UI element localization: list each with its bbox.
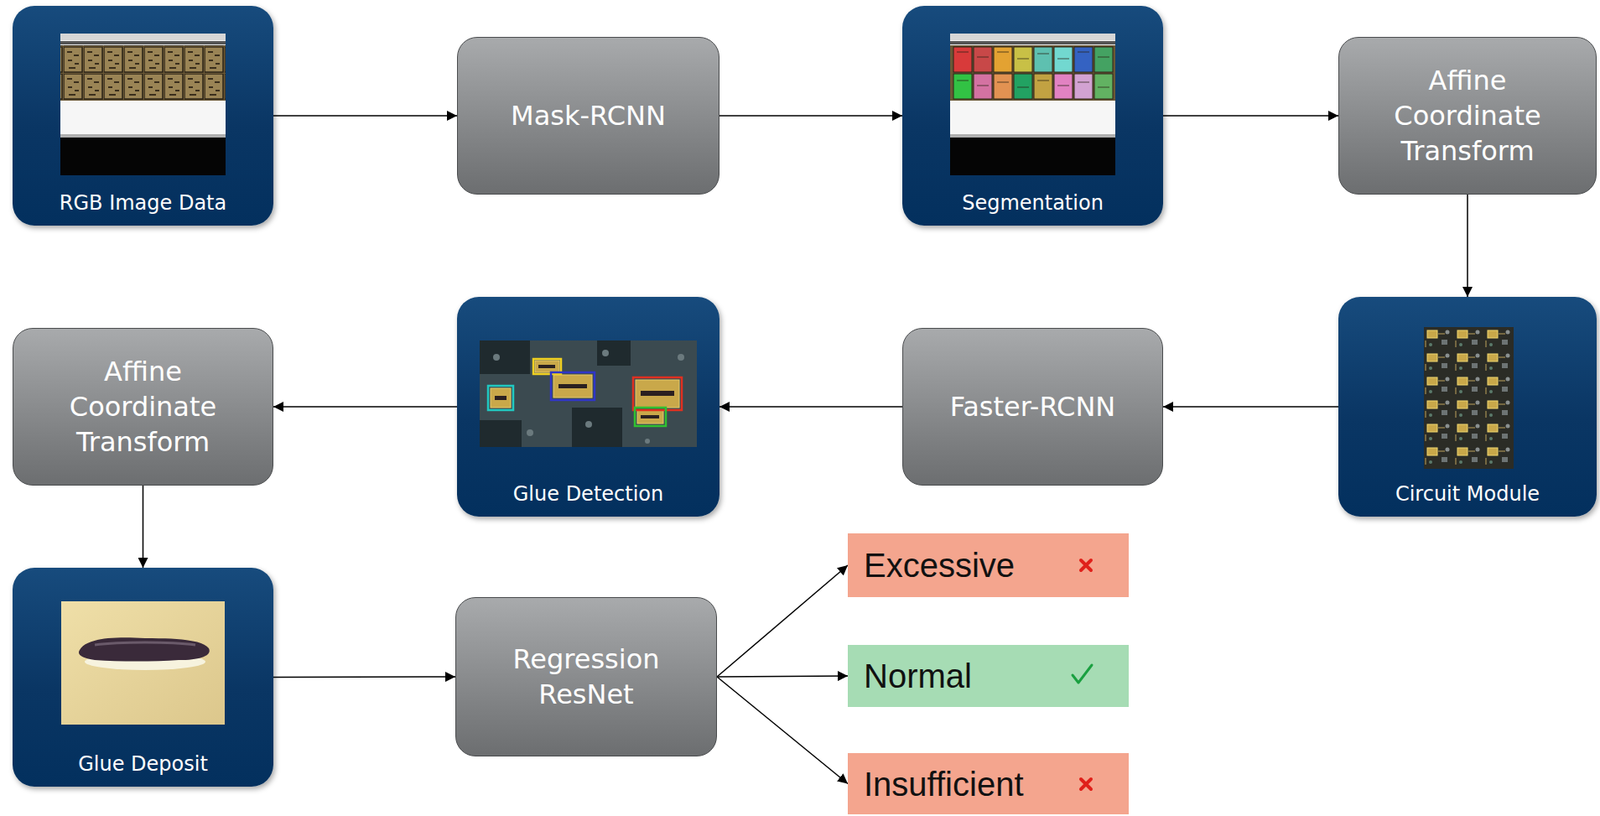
process-box: Faster-RCNN: [902, 327, 1164, 486]
module-photo: [1423, 327, 1514, 469]
process-box: Mask-RCNN: [457, 36, 720, 195]
image-caption: RGB Image Data: [12, 191, 274, 216]
image-caption: Glue Detection: [457, 482, 720, 507]
process-label: Affine Coordinate Transform: [44, 353, 242, 461]
flow-arrow: [273, 675, 456, 678]
process-label: Affine Coordinate Transform: [1369, 62, 1567, 170]
process-label: Mask-RCNN: [510, 98, 666, 134]
image-caption: Circuit Module: [1338, 482, 1597, 507]
detection-photo: [479, 340, 697, 447]
board-photo: [60, 33, 226, 176]
image-box: Glue Detection: [457, 296, 720, 517]
cross-mark: [1077, 556, 1095, 574]
image-box: Circuit Module: [1338, 296, 1597, 517]
process-box: Affine Coordinate Transform: [12, 327, 274, 486]
result-label: Excessive: [863, 546, 1015, 584]
glue-photo: [61, 601, 225, 725]
flow-arrow: [716, 676, 848, 785]
process-box: Affine Coordinate Transform: [1338, 36, 1597, 195]
flow-arrow: [719, 114, 903, 117]
result-label: Normal: [863, 657, 972, 695]
result-box: Excessive: [847, 533, 1129, 598]
flow-arrow: [716, 565, 848, 677]
process-box: Regression ResNet: [455, 597, 717, 757]
image-box: Glue Deposit: [12, 567, 274, 787]
result-label: Insufficient: [863, 765, 1024, 803]
process-label: Faster-RCNN: [950, 389, 1117, 425]
check-mark: [1069, 661, 1095, 687]
flow-arrow: [273, 405, 458, 408]
process-label: Regression ResNet: [488, 641, 686, 712]
flow-arrow: [716, 675, 848, 677]
image-caption: Segmentation: [902, 191, 1164, 216]
flow-arrow: [719, 405, 903, 408]
flow-arrow: [1163, 114, 1339, 117]
cross-mark: [1077, 775, 1095, 793]
flow-arrow: [273, 114, 458, 117]
image-box: Segmentation: [902, 5, 1164, 226]
image-box: RGB Image Data: [12, 5, 274, 226]
flow-arrow: [1466, 194, 1469, 297]
flow-arrow: [142, 485, 145, 568]
flow-arrow: [1163, 405, 1339, 408]
result-box: Normal: [847, 644, 1129, 707]
result-box: Insufficient: [847, 753, 1129, 815]
segmentation-photo: [950, 33, 1116, 176]
image-caption: Glue Deposit: [12, 752, 274, 777]
